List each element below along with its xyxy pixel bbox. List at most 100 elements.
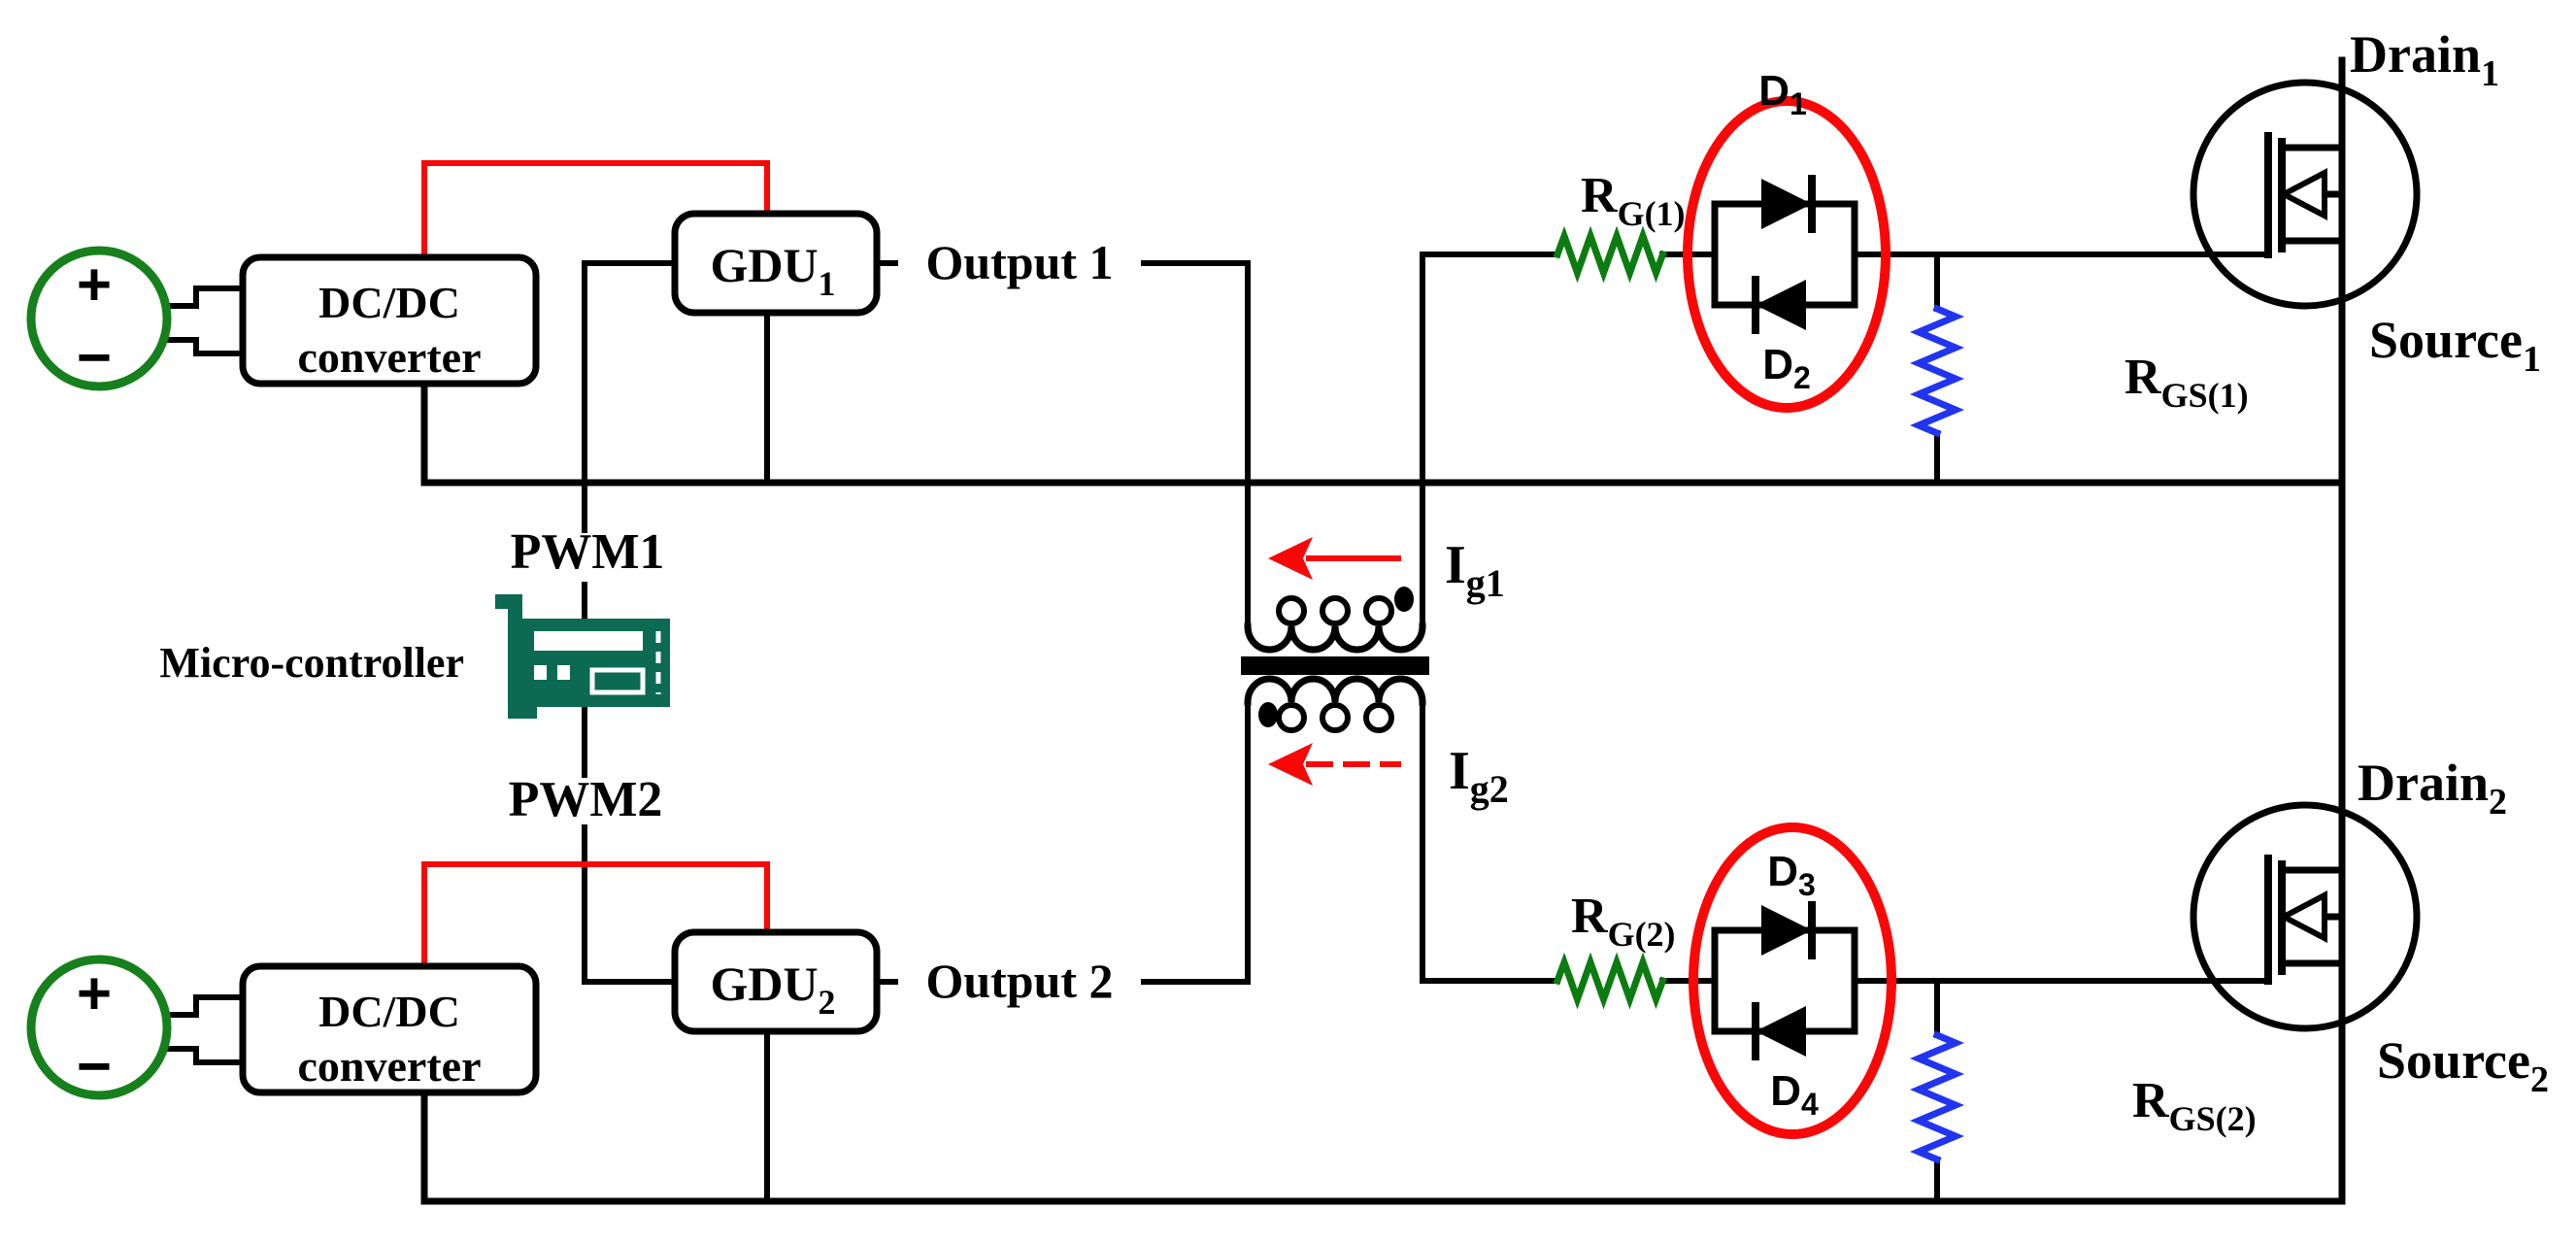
transformer-secondary-winding bbox=[1244, 675, 1426, 706]
dcdc-converter-2-box bbox=[239, 962, 540, 1096]
source1-plus-label: + bbox=[77, 252, 112, 319]
primary-loop-2 bbox=[1320, 595, 1351, 626]
diode-d3-icon bbox=[1761, 905, 1812, 956]
microcontroller-label: Micro-controller bbox=[159, 639, 464, 687]
gdu1-box bbox=[671, 210, 881, 317]
ig2-label-sub: g2 bbox=[1470, 767, 1509, 811]
mosfet2-body-arrow-icon bbox=[2277, 890, 2327, 943]
dcdc2-label-line2: converter bbox=[298, 1041, 482, 1091]
red-supply-wires bbox=[421, 160, 770, 969]
diode-d1-icon bbox=[1761, 179, 1812, 229]
wire-source1-plus-lead bbox=[158, 286, 246, 309]
black-wires bbox=[158, 56, 2346, 1205]
gdu2-label-sub: 2 bbox=[819, 983, 836, 1022]
drain1-label: Drain1 bbox=[2350, 25, 2499, 94]
wire-transformer2-to-rg2 bbox=[1420, 699, 1560, 984]
ig2-label: Ig2 bbox=[1449, 741, 1509, 811]
source2-label: Source2 bbox=[2377, 1031, 2549, 1100]
wire-source2-minus-lead bbox=[158, 1046, 246, 1065]
pwm2-label: PWM2 bbox=[509, 772, 663, 827]
secondary-loop-1 bbox=[1276, 702, 1307, 733]
mosfet1-symbol bbox=[2190, 79, 2421, 310]
d4-label-base: D bbox=[1770, 1067, 1801, 1115]
gdu1-label-sub: 1 bbox=[819, 264, 836, 303]
source1-label-base: Source bbox=[2369, 311, 2523, 369]
d2-label-sub: 2 bbox=[1793, 360, 1811, 395]
transformer-core bbox=[1241, 656, 1429, 675]
d4-label: D4 bbox=[1770, 1067, 1819, 1122]
d2-label-base: D bbox=[1762, 341, 1793, 388]
source2-label-sub: 2 bbox=[2530, 1059, 2549, 1100]
wire-source2-plus-lead bbox=[158, 994, 246, 1018]
d3-label-base: D bbox=[1767, 848, 1798, 895]
mcu-chip-outline bbox=[589, 667, 646, 695]
d4-label-sub: 4 bbox=[1801, 1087, 1819, 1122]
mosfet1-body-arrow-icon bbox=[2277, 168, 2327, 220]
rg1-resistor bbox=[1553, 225, 1667, 284]
red-wire-dcdc2-to-gdu2 bbox=[421, 861, 770, 969]
rgs1-label: RGS(1) bbox=[2124, 350, 2249, 415]
drain2-label: Drain2 bbox=[2358, 754, 2507, 823]
d3-label: D3 bbox=[1767, 848, 1816, 902]
dcdc-converter-1-box bbox=[239, 253, 540, 387]
d1-label: D1 bbox=[1758, 67, 1807, 121]
red-wire-dcdc1-to-gdu1 bbox=[421, 160, 770, 260]
gdu1-label: GDU1 bbox=[710, 238, 835, 303]
source1-label-sub: 1 bbox=[2523, 339, 2541, 380]
d2-label: D2 bbox=[1762, 341, 1811, 395]
drain1-label-base: Drain bbox=[2350, 25, 2481, 84]
diode-pair-2-highlight-ellipse bbox=[1689, 823, 1896, 1139]
diode-d4-icon bbox=[1756, 1006, 1806, 1057]
dcdc1-label-line2: converter bbox=[298, 332, 482, 382]
voltage-source-2 bbox=[26, 955, 172, 1100]
ig1-label: Ig1 bbox=[1445, 535, 1505, 605]
source2-label-base: Source bbox=[2377, 1031, 2530, 1090]
source1-label: Source1 bbox=[2369, 311, 2541, 380]
rg1-label-sub: G(1) bbox=[1618, 194, 1686, 233]
secondary-loop-2 bbox=[1320, 702, 1351, 733]
mosfet2-symbol bbox=[2190, 801, 2421, 1032]
ig1-label-base: I bbox=[1445, 535, 1466, 595]
wire-output2-to-transformer bbox=[1141, 699, 1251, 985]
gdu2-label: GDU2 bbox=[710, 957, 835, 1022]
wire-top-return-bus bbox=[420, 380, 2344, 487]
diode-pair-2-loop bbox=[1711, 926, 1858, 1035]
wire-source1-minus-lead bbox=[158, 337, 246, 356]
diode-d2-icon bbox=[1756, 280, 1806, 330]
wire-bottom-return-bus bbox=[420, 1089, 2344, 1205]
rg1-label-base: R bbox=[1581, 168, 1619, 223]
output2-label: Output 2 bbox=[925, 954, 1113, 1008]
diode-pair-1-loop bbox=[1711, 200, 1858, 309]
rg1-label: RG(1) bbox=[1581, 168, 1686, 233]
rgs1-label-sub: GS(1) bbox=[2161, 376, 2249, 415]
rgs2-resistor bbox=[1909, 1030, 1965, 1164]
primary-loop-3 bbox=[1363, 595, 1394, 626]
d3-label-sub: 3 bbox=[1798, 867, 1816, 902]
diode-pair-2 bbox=[1689, 823, 1896, 1139]
wire-transformer1-to-rg1 bbox=[1420, 252, 1560, 629]
source2-minus-label: − bbox=[77, 1033, 112, 1100]
rgs1-label-base: R bbox=[2124, 350, 2162, 405]
rg2-label: RG(2) bbox=[1571, 889, 1676, 954]
ig2-label-base: I bbox=[1449, 741, 1470, 801]
source2-plus-label: + bbox=[77, 960, 112, 1027]
polarity-dot-primary bbox=[1394, 587, 1414, 612]
rg2-resistor bbox=[1553, 952, 1667, 1010]
ig1-label-sub: g1 bbox=[1466, 561, 1505, 605]
gdu2-label-base: GDU bbox=[710, 957, 818, 1011]
secondary-loop-3 bbox=[1363, 702, 1394, 733]
rgs2-label-base: R bbox=[2132, 1073, 2170, 1128]
gdu1-label-base: GDU bbox=[710, 238, 818, 292]
microcontroller-icon bbox=[495, 594, 670, 719]
d1-label-base: D bbox=[1758, 67, 1790, 115]
diode-pair-1-highlight-ellipse bbox=[1683, 96, 1890, 413]
pwm1-label: PWM1 bbox=[511, 524, 665, 580]
mosfet2-body-circle bbox=[2190, 801, 2421, 1032]
diode-pair-1 bbox=[1683, 96, 1890, 413]
drain2-label-base: Drain bbox=[2358, 754, 2489, 812]
dcdc2-label-line1: DC/DC bbox=[318, 987, 460, 1036]
rg2-label-sub: G(2) bbox=[1608, 915, 1676, 954]
mcu-bracket-strip bbox=[508, 597, 522, 719]
